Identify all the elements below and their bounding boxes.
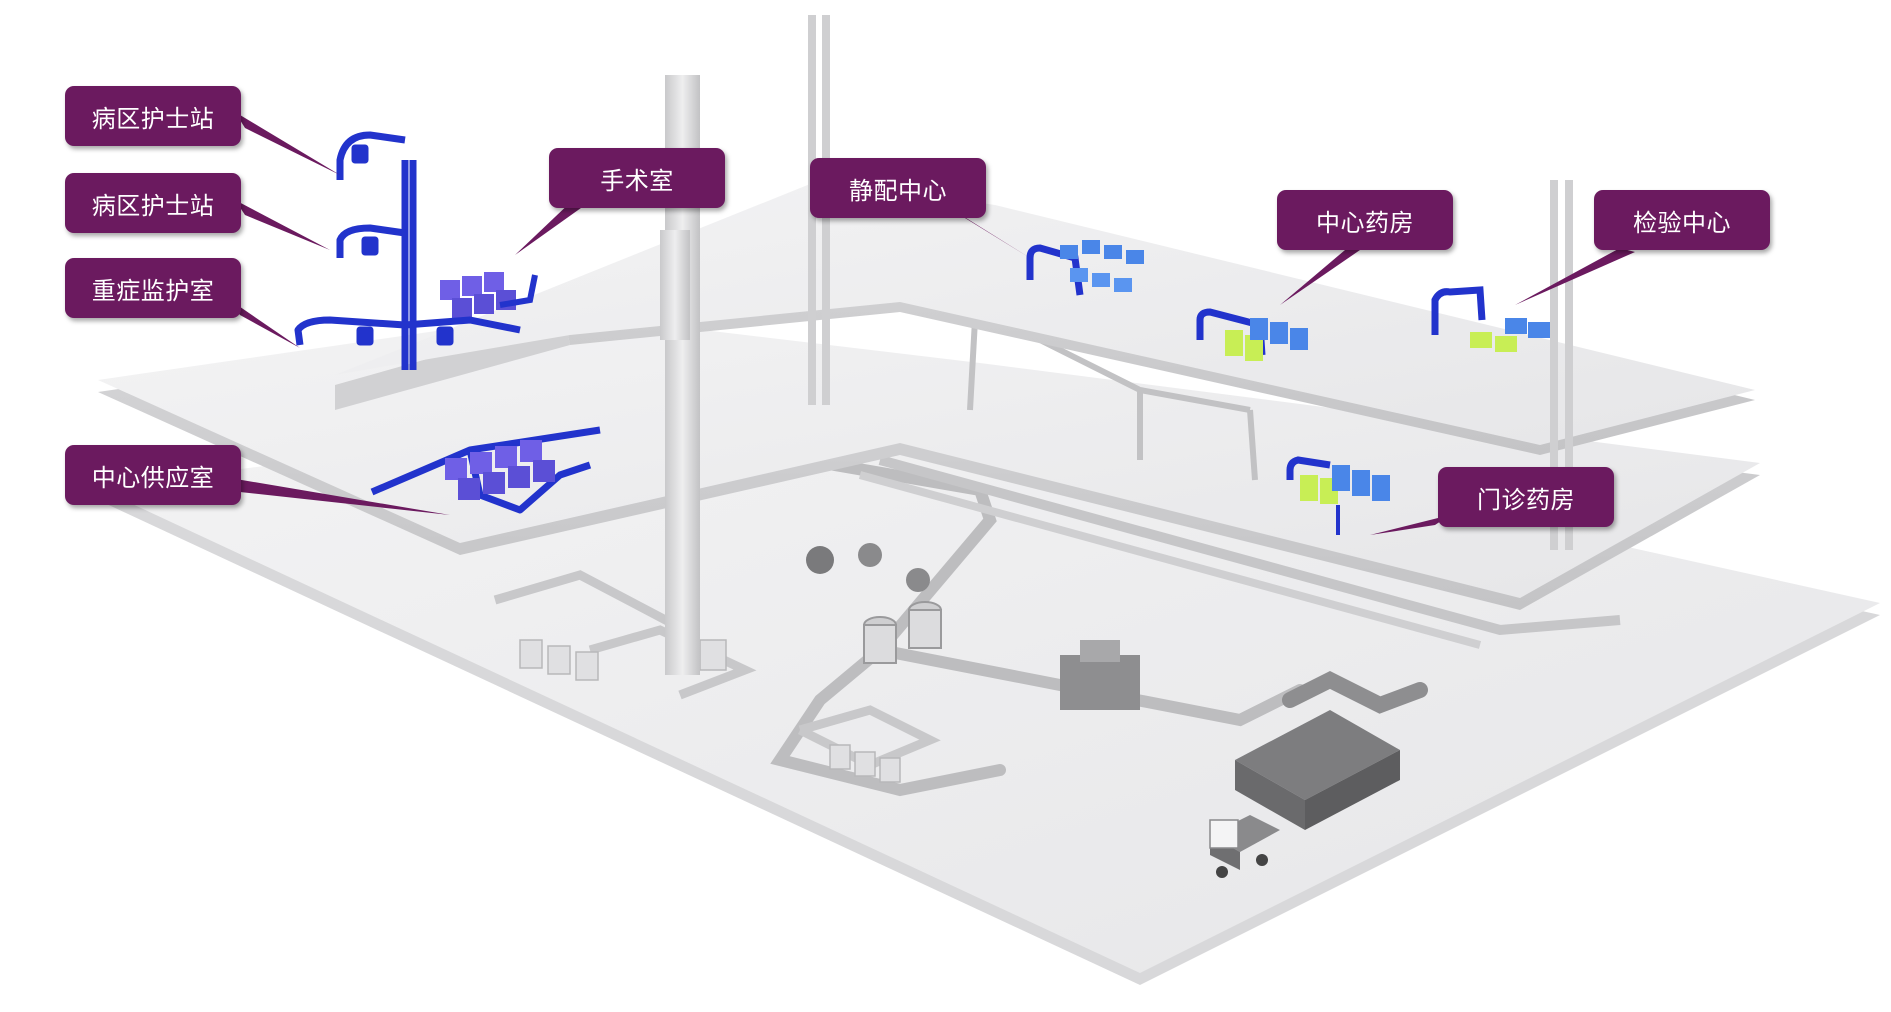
callout-ward-nurse-station-1: 病区护士站 <box>65 86 241 146</box>
callout-icu: 重症监护室 <box>65 258 241 318</box>
callout-central-pharmacy: 中心药房 <box>1277 190 1453 250</box>
callout-outpatient-pharmacy: 门诊药房 <box>1438 467 1614 527</box>
central-pharmacy-station <box>1196 308 1308 361</box>
central-supply-boxes <box>445 440 555 500</box>
waste-container-array <box>1235 671 1428 830</box>
ground-equipment <box>519 639 901 783</box>
iv-admixture-station <box>1026 240 1144 296</box>
laboratory-station <box>1431 286 1550 352</box>
ward-riser-track <box>294 131 521 370</box>
truck <box>1209 815 1280 878</box>
callout-laboratory-center: 检验中心 <box>1594 190 1770 250</box>
vacuum-station <box>806 543 1140 710</box>
callout-leaders <box>230 112 1635 535</box>
operating-room-track <box>440 272 538 318</box>
callout-operating-room: 手术室 <box>549 148 725 208</box>
callout-central-supply-room: 中心供应室 <box>65 445 241 505</box>
callout-iv-admixture-center: 静配中心 <box>810 158 986 218</box>
outpatient-pharmacy-station <box>1286 456 1390 535</box>
callout-ward-nurse-station-2: 病区护士站 <box>65 173 241 233</box>
